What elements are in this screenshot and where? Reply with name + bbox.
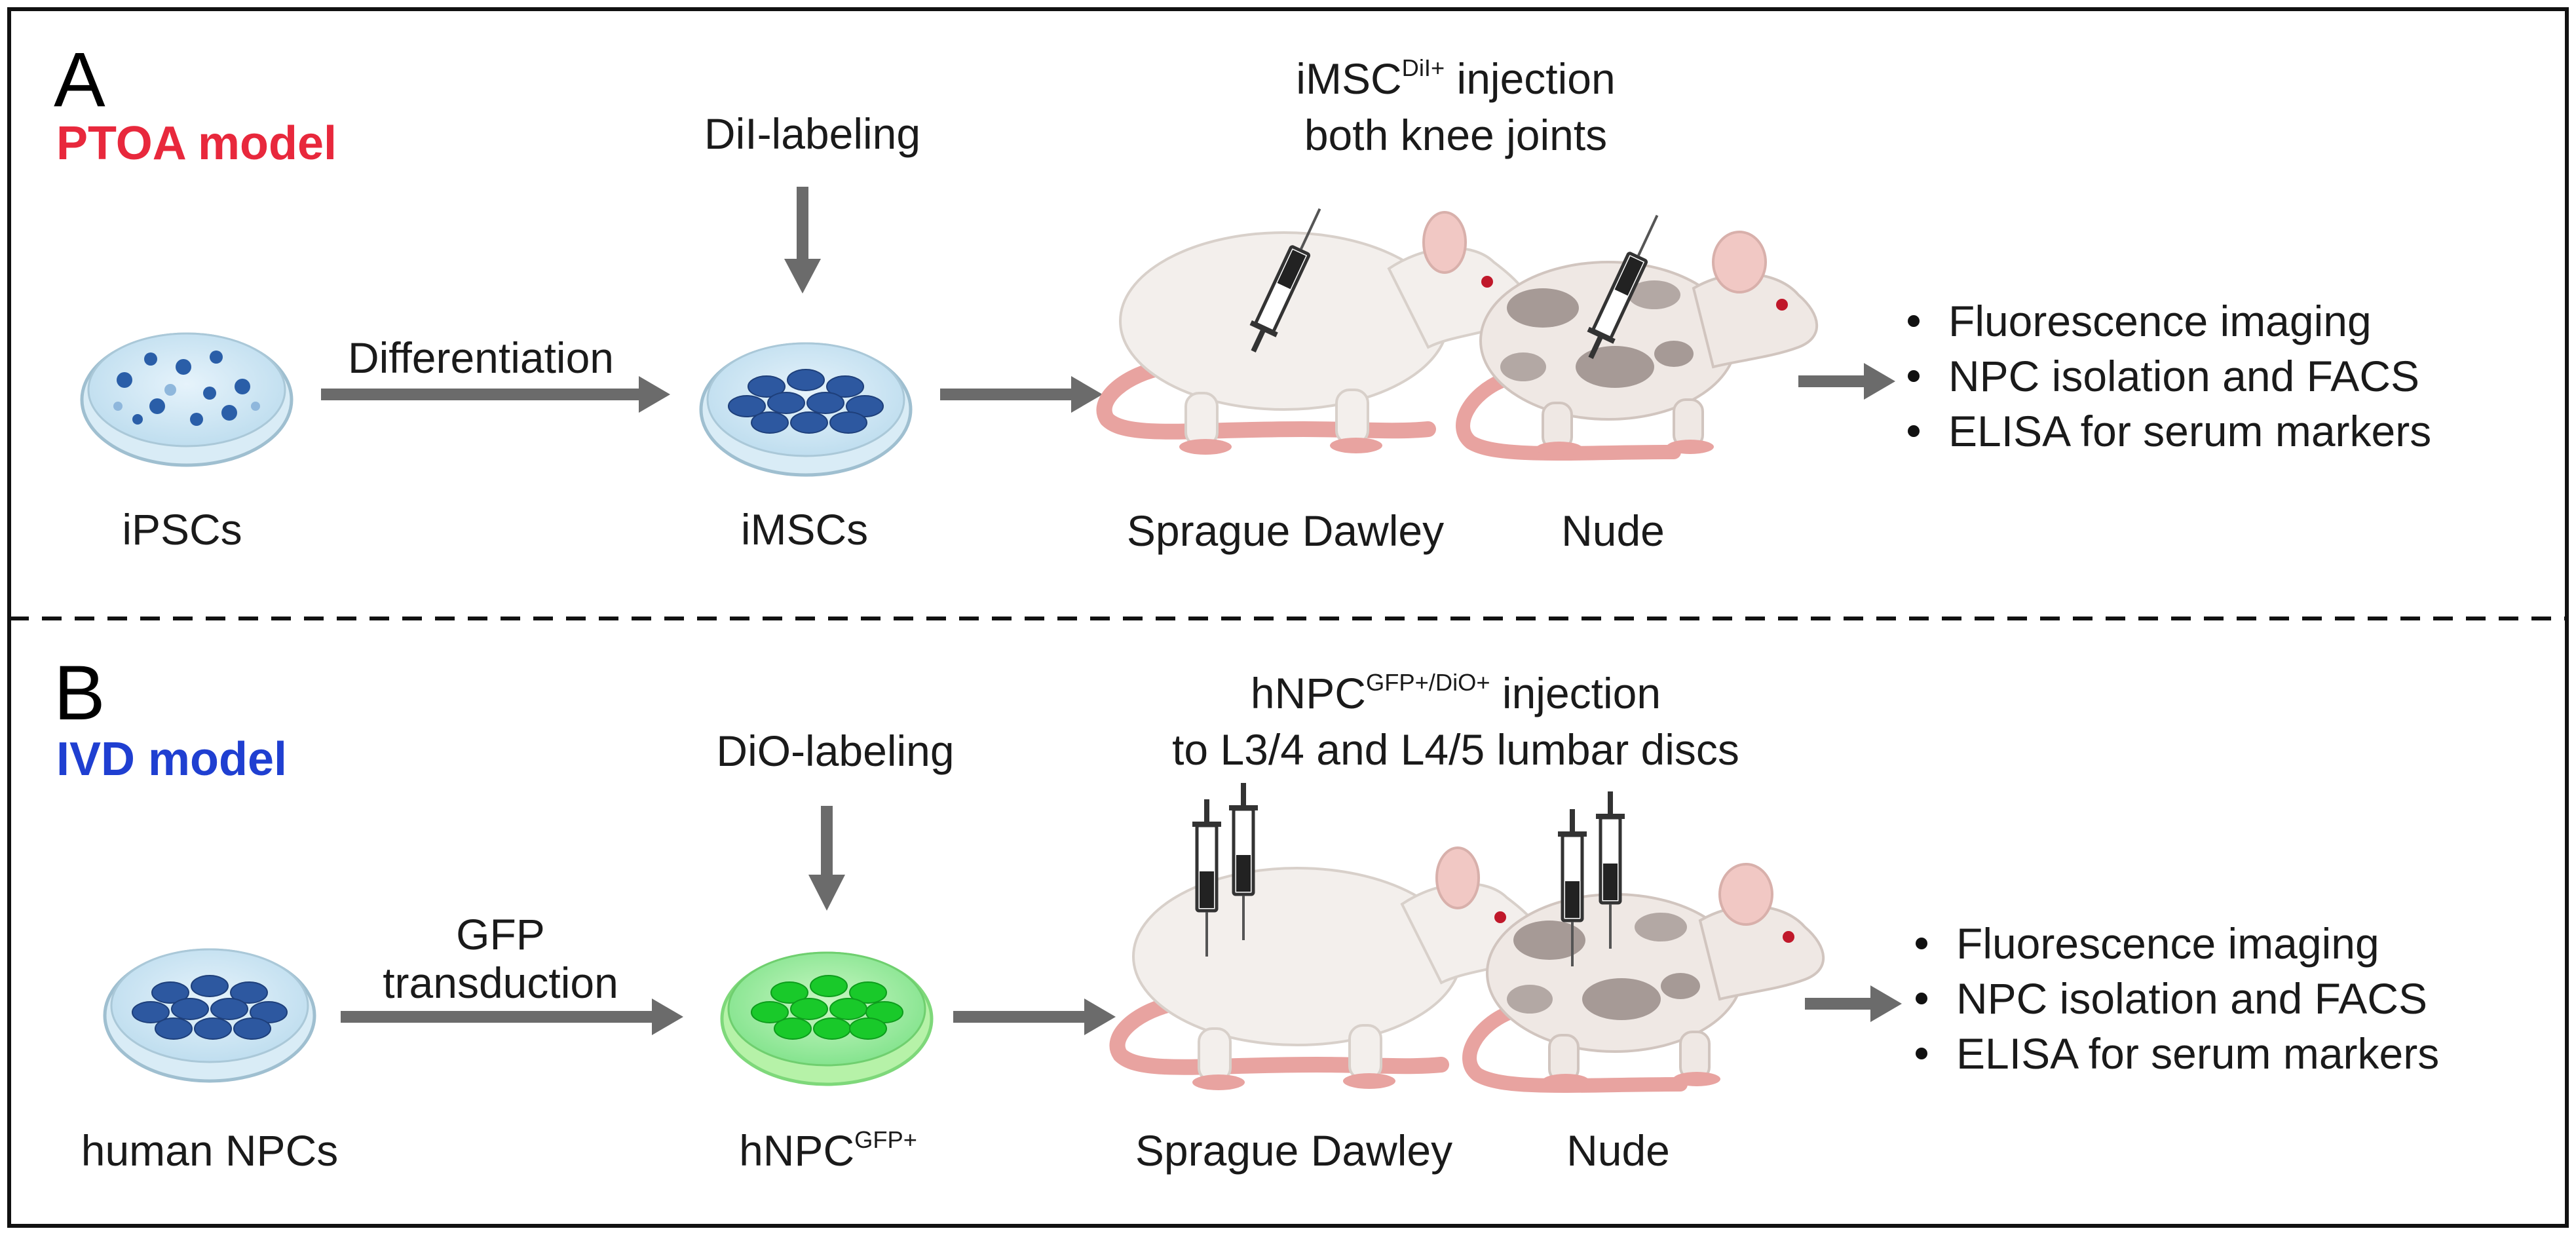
panel-a-labeling-label: DiI-labeling	[704, 109, 921, 158]
arrow-dii-labeling	[784, 187, 821, 294]
panel-b-step-label-line1: GFP	[456, 910, 545, 959]
arrow-to-outcomes-a	[1798, 363, 1895, 400]
panel-b-letter: B	[54, 650, 105, 736]
panel-b-target-cells: hNPCGFP+	[739, 1126, 917, 1175]
panel-a-target-cells: iMSCs	[740, 505, 869, 554]
panel-b-animal-2: Nude	[1566, 1126, 1670, 1175]
panel-b-outcomes: Fluorescence imaging NPC isolation and F…	[1906, 916, 2439, 1081]
panel-a-step-label: Differentiation	[347, 333, 615, 382]
panel-b-model-title: IVD model	[56, 733, 288, 786]
injection-word: injection	[1445, 54, 1616, 103]
panel-b-step-label-line2: transduction	[383, 959, 618, 1007]
outcome-item: Fluorescence imaging	[1906, 916, 2439, 971]
injection-cell-name: hNPC	[1250, 669, 1366, 717]
mouse-nude-b	[1469, 864, 1823, 1088]
arrow-gfp-transduction	[341, 998, 683, 1035]
arrow-dio-labeling	[808, 806, 845, 911]
panel-b-animal-1: Sprague Dawley	[1135, 1126, 1453, 1175]
target-cell-superscript: GFP+	[854, 1126, 917, 1153]
outcome-item: ELISA for serum markers	[1899, 404, 2431, 459]
outcome-item: NPC isolation and FACS	[1899, 349, 2431, 404]
injection-cell-superscript: GFP+/DiO+	[1365, 668, 1490, 696]
petri-dish-human-npcs	[103, 948, 316, 1083]
petri-dish-hnpc-gfp	[720, 951, 934, 1086]
arrow-to-animals-a	[940, 376, 1103, 413]
outcome-item: NPC isolation and FACS	[1906, 971, 2439, 1026]
arrow-to-animals-b	[953, 998, 1116, 1035]
injection-cell-name: iMSC	[1296, 54, 1402, 103]
petri-dish-imscs	[699, 342, 913, 477]
panel-a-injection-line2: both knee joints	[1304, 111, 1608, 159]
arrow-to-outcomes-b	[1805, 985, 1902, 1022]
panel-a-model-title: PTOA model	[56, 117, 337, 170]
panel-a-injection-line1: iMSCDiI+ injection	[1296, 54, 1615, 104]
panel-a-source-cells: iPSCs	[122, 505, 242, 554]
panel-a-animal-1: Sprague Dawley	[1126, 506, 1445, 555]
panel-a-letter: A	[54, 37, 105, 123]
panel-b-injection-line1: hNPCGFP+/DiO+ injection	[1251, 668, 1661, 718]
petri-dish-ipscs	[80, 332, 294, 467]
outcome-item: ELISA for serum markers	[1906, 1026, 2439, 1081]
panel-a-outcomes: Fluorescence imaging NPC isolation and F…	[1899, 294, 2431, 459]
outcome-item: Fluorescence imaging	[1899, 294, 2431, 349]
injection-cell-superscript: DiI+	[1401, 54, 1445, 81]
rat-sprague-dawley-b	[1118, 848, 1544, 1090]
panel-a-animal-2: Nude	[1561, 506, 1665, 555]
arrow-differentiation	[321, 376, 670, 413]
panel-b-injection-line2: to L3/4 and L4/5 lumbar discs	[1172, 725, 1739, 774]
target-cell-name: hNPC	[739, 1126, 855, 1175]
panel-b-labeling-label: DiO-labeling	[716, 727, 955, 775]
injection-word: injection	[1490, 669, 1661, 717]
panel-b-source-cells: human NPCs	[81, 1126, 339, 1175]
